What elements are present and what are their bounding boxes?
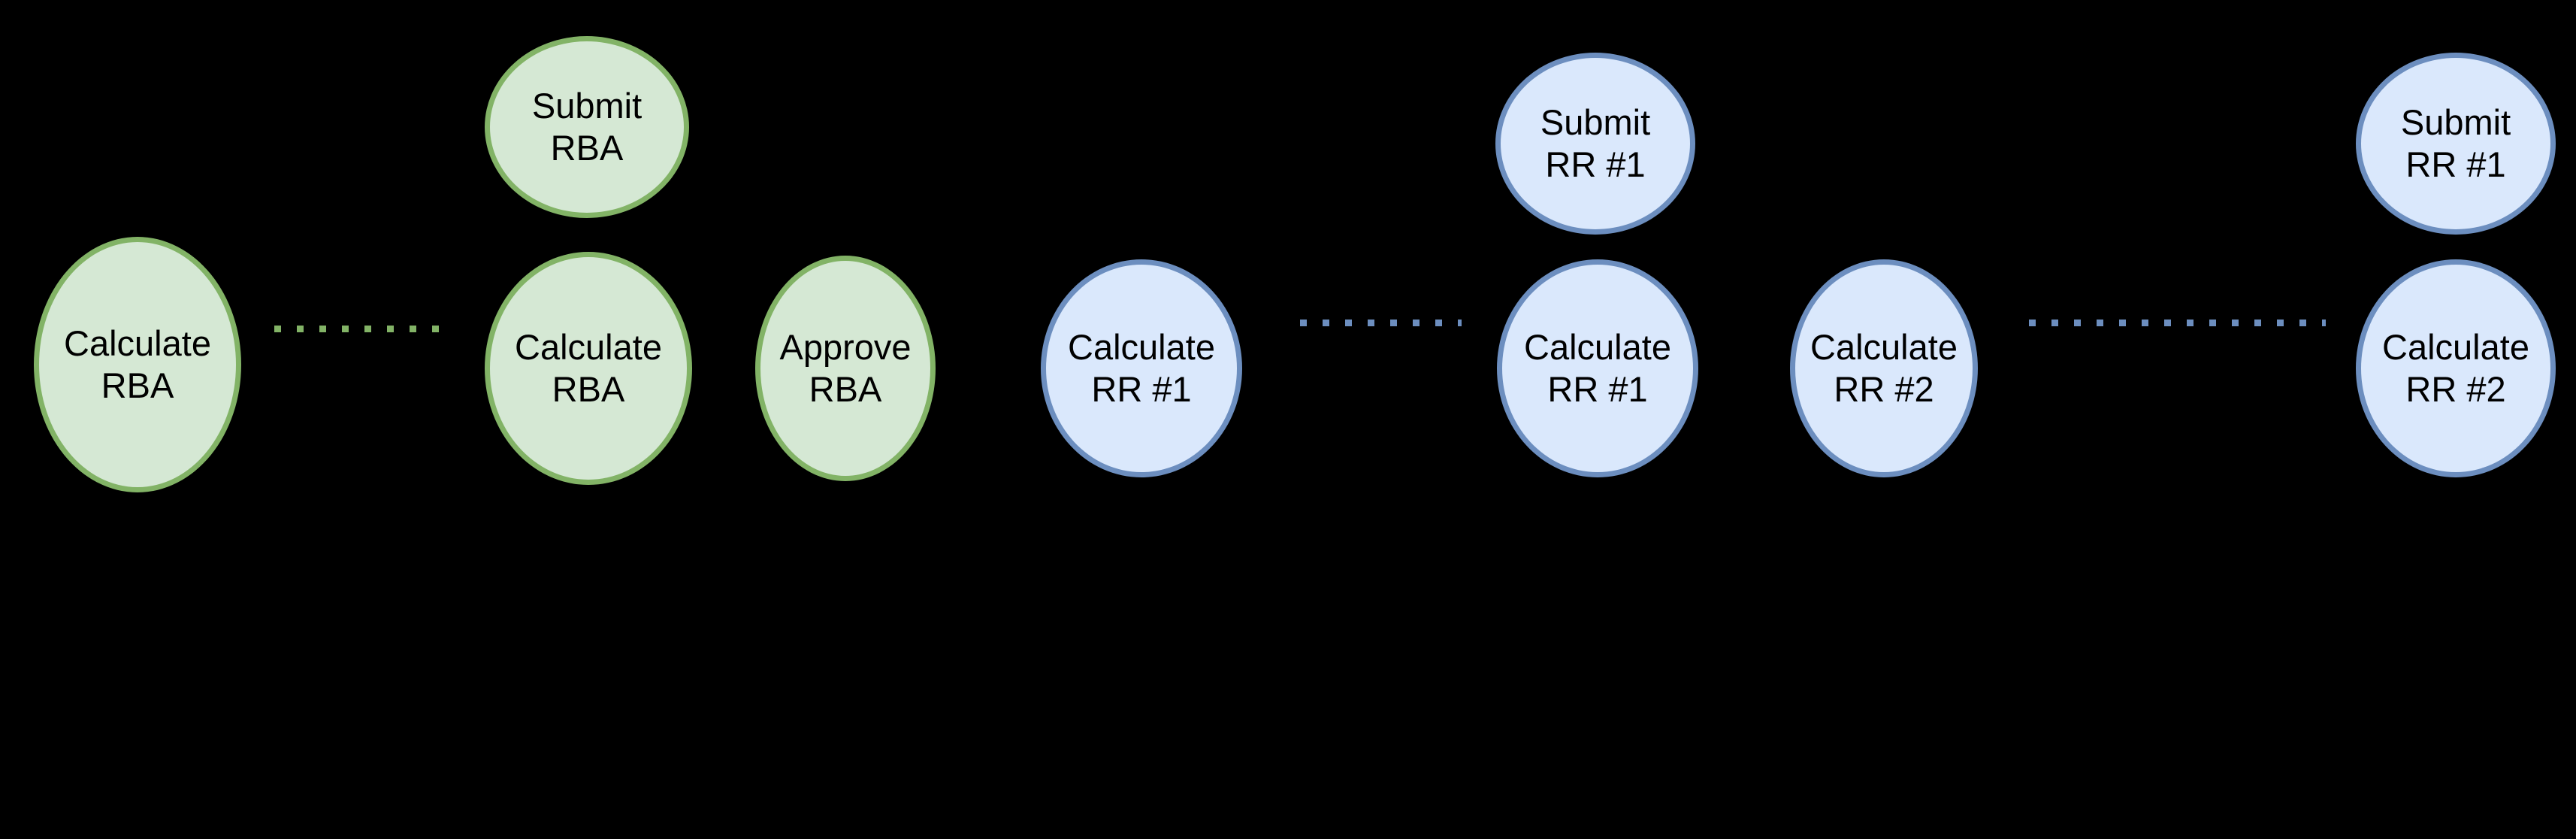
node-label-line-2: RR #2 (1834, 369, 1934, 409)
node-label-line-2: RBA (809, 369, 882, 409)
node-label-line-2: RR #2 (2405, 369, 2506, 409)
node-label-line-1: Calculate (1068, 326, 1215, 367)
node-label-line-2: RBA (101, 365, 174, 405)
node-label-line-1: Calculate (1524, 326, 1671, 367)
edge-connector (274, 326, 455, 332)
edge-connector (2029, 320, 2326, 326)
node-label-line-2: RBA (550, 128, 624, 168)
node-label-line-1: Calculate (1810, 326, 1958, 367)
edge-connector (1300, 320, 1462, 326)
node-label-line-1: Approve (779, 326, 912, 367)
node-label-line-1: Calculate (64, 323, 211, 363)
node-label-line-1: Submit (1540, 101, 1651, 142)
node-label-line-1: Submit (531, 85, 642, 126)
node-label-line-2: RBA (552, 369, 625, 409)
node-label-line-2: RR #1 (1545, 144, 1646, 184)
node-label-line-1: Calculate (515, 326, 662, 367)
node-label-line-2: RR #1 (1547, 369, 1648, 409)
node-label-line-1: Submit (2400, 101, 2511, 142)
node-label-line-2: RR #1 (1091, 369, 1192, 409)
node-label-line-1: Calculate (2382, 326, 2529, 367)
node-label-line-2: RR #1 (2405, 144, 2506, 184)
